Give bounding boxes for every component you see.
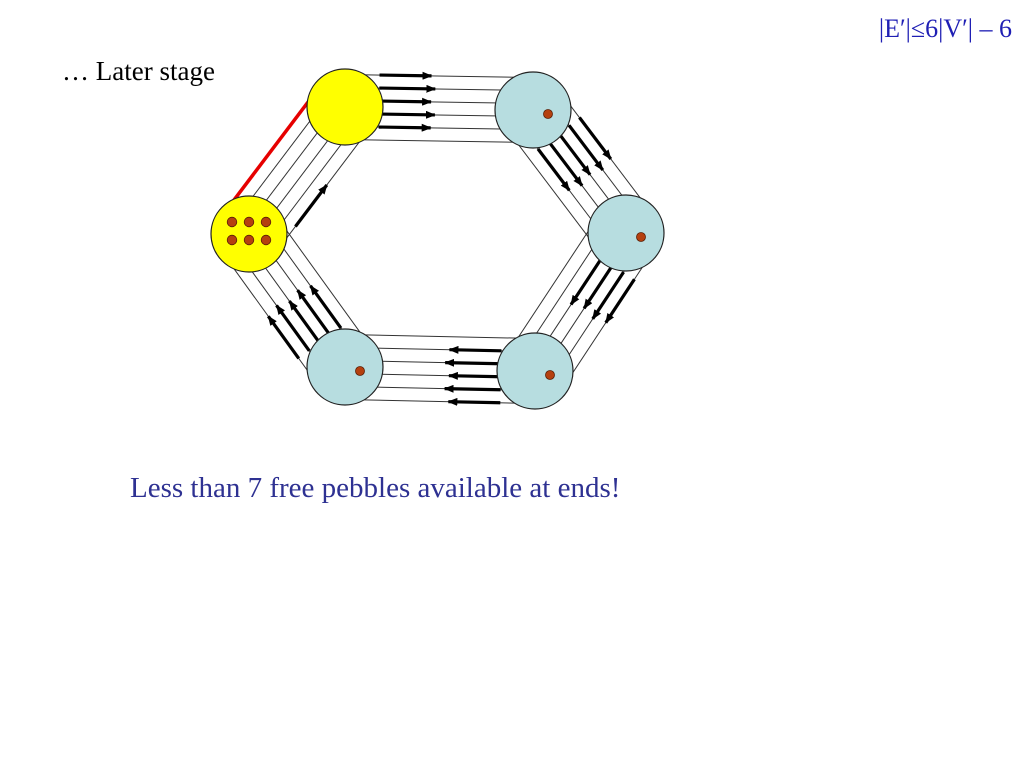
node-circle xyxy=(306,68,384,146)
pebble-arrow xyxy=(379,97,433,106)
pebble-arrow xyxy=(591,271,625,320)
pebble xyxy=(243,216,255,228)
node-circle xyxy=(587,194,665,272)
graph-node-b xyxy=(494,71,572,149)
pebble-arrow xyxy=(288,300,322,345)
pebble-arrow xyxy=(547,140,584,187)
pebble-arrow xyxy=(447,397,501,406)
pebble xyxy=(545,370,555,380)
pebble-arrow xyxy=(267,315,301,360)
pebble-arrow xyxy=(378,110,436,119)
edge-bound-formula: |E′|≤6|V′| – 6 xyxy=(878,14,1012,43)
pebble xyxy=(355,366,365,376)
pebble-arrow xyxy=(582,264,615,310)
pebble-arrow-layer xyxy=(267,71,636,406)
node-layer xyxy=(210,68,665,410)
pebble-arrow xyxy=(443,384,501,393)
graph-node-a xyxy=(306,68,384,146)
edge-line xyxy=(344,398,535,404)
pebble-arrow xyxy=(378,123,432,132)
pebble-arrow xyxy=(294,184,329,228)
pebble xyxy=(260,234,272,246)
pebble xyxy=(243,234,255,246)
edge-line xyxy=(506,129,601,253)
pebble-arrow xyxy=(275,304,311,352)
pebble-arrow xyxy=(578,116,613,160)
graph-node-c xyxy=(587,194,665,272)
caption: Less than 7 free pebbles available at en… xyxy=(130,472,621,504)
highlighted-edge xyxy=(221,86,321,216)
node-circle xyxy=(496,332,574,410)
pebble-arrow xyxy=(309,284,343,329)
pebble xyxy=(226,234,238,246)
edge-line xyxy=(344,138,533,143)
pebble-arrow xyxy=(379,71,433,80)
graph-node-d xyxy=(496,332,574,410)
stage-label: … Later stage xyxy=(62,56,215,86)
pebble-arrow xyxy=(447,371,501,380)
pebble xyxy=(636,232,646,242)
pebble-arrow xyxy=(567,124,605,171)
pebble xyxy=(543,109,553,119)
pebble xyxy=(226,216,238,228)
graph-node-e xyxy=(306,328,384,406)
edge-line xyxy=(507,214,600,354)
pebble xyxy=(260,216,272,228)
pebble-arrow xyxy=(448,345,502,354)
edge-line xyxy=(345,74,534,79)
pebble-arrow xyxy=(557,132,592,176)
edge-line xyxy=(274,214,372,349)
node-circle xyxy=(306,328,384,406)
pebble-arrow xyxy=(379,84,437,93)
pebble-arrow xyxy=(444,358,502,367)
pebble-arrow xyxy=(569,256,604,306)
graph-node-f xyxy=(210,195,288,273)
pebble-arrow xyxy=(536,147,571,192)
node-circle xyxy=(210,195,288,273)
pebble-arrow xyxy=(296,289,332,337)
node-circle xyxy=(494,71,572,149)
edge-line xyxy=(345,334,536,340)
pebble-arrow xyxy=(604,278,636,324)
